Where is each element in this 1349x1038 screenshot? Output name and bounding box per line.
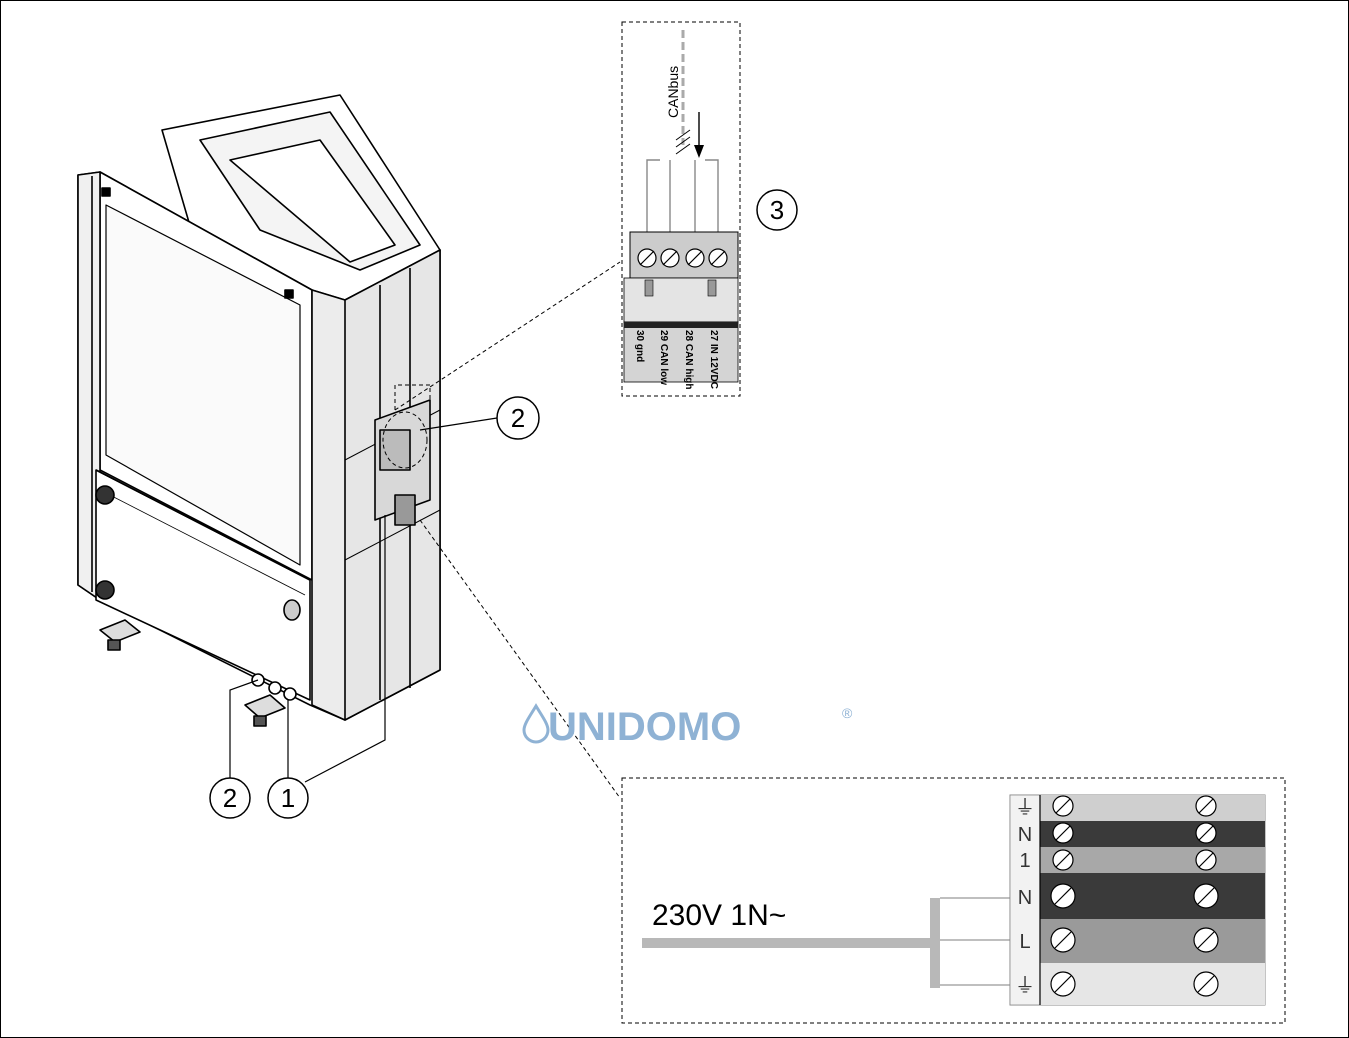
terminal-label-1: 1 <box>1019 850 1030 872</box>
callouts: 3 2 2 1 <box>209 189 798 819</box>
canbus-detail: 30 gnd 29 CAN low 28 CAN high 27 IN 12VD… <box>621 21 741 397</box>
callout-1: 1 <box>267 777 309 819</box>
callout-2-bottom: 2 <box>209 777 251 819</box>
callout-3: 3 <box>756 189 798 231</box>
power-supply-label: 230V 1N~ <box>652 899 786 932</box>
watermark-brand: UNIDOMO <box>548 705 741 749</box>
svg-text:2: 2 <box>511 403 525 433</box>
power-detail: 230V 1N~ <box>621 777 1286 1024</box>
canbus-terminal-label-30: 30 gnd <box>634 330 645 362</box>
terminal-label-earth-top: ⏚ <box>1015 797 1035 819</box>
terminal-label-n2: N <box>1018 887 1032 909</box>
svg-text:1: 1 <box>281 783 295 813</box>
terminal-label-earth-bottom: ⏚ <box>1015 975 1035 997</box>
canbus-cable-label: CANbus <box>665 66 681 118</box>
svg-text:3: 3 <box>770 195 784 225</box>
power-terminal-strip: ⏚ N 1 N L ⏚ <box>1009 794 1266 1006</box>
callout-2-top: 2 <box>496 396 540 440</box>
canbus-terminal-label-27: 27 IN 12VDC <box>708 330 719 389</box>
heat-pump-unit <box>77 94 441 727</box>
water-drop-icon <box>522 703 550 744</box>
canbus-screw-terminals <box>637 248 728 268</box>
watermark: UNIDOMO ® <box>522 703 853 749</box>
watermark-registered-mark: ® <box>842 705 853 721</box>
leader-lines <box>229 417 498 783</box>
canbus-terminal-label-28: 28 CAN high <box>683 330 694 389</box>
svg-text:2: 2 <box>223 783 237 813</box>
dashed-leaders <box>382 261 621 799</box>
terminal-label-n1: N <box>1018 824 1032 846</box>
canbus-terminal-label-29: 29 CAN low <box>658 330 669 385</box>
terminal-label-l: L <box>1019 931 1030 953</box>
